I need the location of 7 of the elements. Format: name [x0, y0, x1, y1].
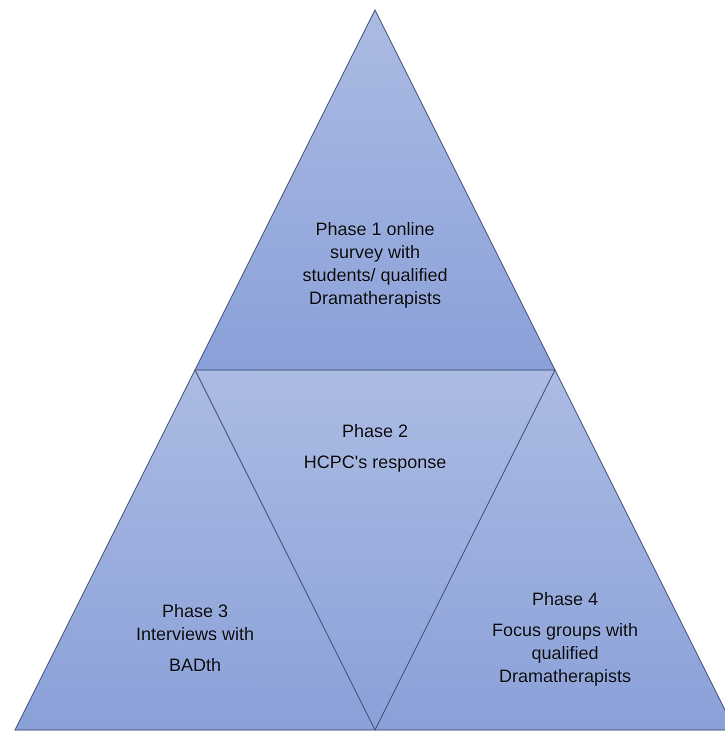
- phase-description: Focus groups with qualified Dramatherapists: [490, 619, 640, 688]
- phase-description: BADth: [168, 654, 222, 677]
- phase-heading: Phase 4: [530, 588, 600, 611]
- phase-heading: Phase 3 Interviews with: [134, 600, 256, 646]
- phase-description: HCPC's response: [302, 451, 448, 474]
- phase-description: Phase 1 online survey with students/ qualified Dramatherapists: [301, 218, 449, 310]
- phase-heading: Phase 2: [340, 420, 410, 443]
